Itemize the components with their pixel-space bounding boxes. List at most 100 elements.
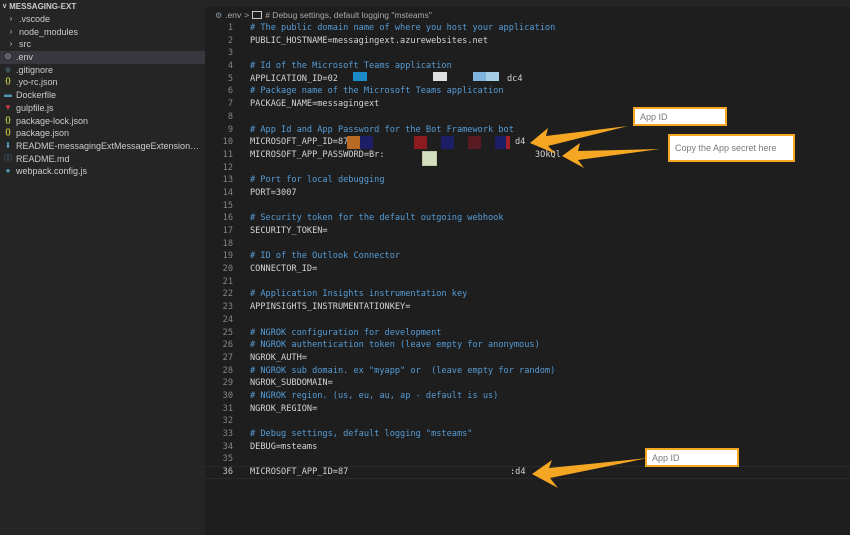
code-line[interactable]: 35 (205, 453, 850, 466)
code-line[interactable]: 25# NGROK configuration for development (205, 327, 850, 340)
code-line[interactable]: 33# Debug settings, default logging "mst… (205, 428, 850, 441)
code-comment: # ID of the Outlook Connector (250, 251, 401, 262)
code-line[interactable]: 22# Application Insights instrumentation… (205, 288, 850, 301)
code-line[interactable]: 4# Id of the Microsoft Teams application (205, 60, 850, 73)
code-line[interactable]: 18 (205, 238, 850, 251)
redaction-mask (486, 72, 499, 81)
code-line[interactable]: 30# NGROK region. (us, eu, au, ap - defa… (205, 390, 850, 403)
code-line[interactable]: 26# NGROK authentication token (leave em… (205, 339, 850, 352)
line-number: 30 (222, 390, 233, 401)
breadcrumb: ⚙ .env > # Debug settings, default loggi… (215, 8, 432, 22)
redaction-mask (468, 136, 481, 149)
line-number: 13 (222, 175, 233, 186)
explorer-folder-header[interactable]: ∨ MESSAGING-EXT (0, 0, 205, 13)
tree-file-package-json[interactable]: {} package.json (0, 127, 205, 140)
git-icon: ◆ (4, 64, 12, 74)
callout-text: Copy the App secret here (675, 143, 777, 153)
code-comment: # Package name of the Microsoft Teams ap… (250, 86, 504, 97)
code-line[interactable]: 28# NGROK sub domain. ex "myapp" or (lea… (205, 365, 850, 378)
code-line[interactable]: 9# App Id and App Password for the Bot F… (205, 124, 850, 137)
code-line[interactable]: 16# Security token for the default outgo… (205, 212, 850, 225)
line-number: 15 (222, 200, 233, 211)
gear-icon: ⚙ (4, 52, 12, 62)
tree-item-label: node_modules (19, 26, 79, 37)
tree-file-env[interactable]: ⚙ .env (0, 51, 205, 64)
code-editor[interactable]: ⚙ .env > # Debug settings, default loggi… (205, 0, 850, 535)
tree-file-package-lock-json[interactable]: {} package-lock.json (0, 115, 205, 128)
tree-file-readme-bot[interactable]: ⬇ README-messagingExtMessageExtensionBot… (0, 140, 205, 153)
json-icon: {} (5, 129, 11, 137)
code-line[interactable]: 19# ID of the Outlook Connector (205, 250, 850, 263)
tree-file-dockerfile[interactable]: ▬ Dockerfile (0, 89, 205, 102)
code-text: NGROK_REGION= (250, 403, 318, 414)
tree-file-yo-rc-json[interactable]: {} .yo-rc.json (0, 76, 205, 89)
tree-file-readme-md[interactable]: ⓘ README.md (0, 153, 205, 166)
line-number: 36 (222, 467, 233, 478)
code-comment: # Application Insights instrumentation k… (250, 289, 468, 300)
code-text: PACKAGE_NAME=messagingext (250, 99, 380, 110)
code-line[interactable]: 12 (205, 162, 850, 175)
code-line[interactable]: 1# The public domain name of where you h… (205, 22, 850, 35)
gear-icon: ⚙ (215, 10, 223, 20)
code-comment: # NGROK configuration for development (250, 327, 442, 338)
tree-folder-src[interactable]: › src (0, 38, 205, 51)
breadcrumb-symbol[interactable]: # Debug settings, default logging "mstea… (265, 10, 432, 20)
code-line[interactable]: 8 (205, 111, 850, 124)
code-line[interactable]: 3 (205, 47, 850, 60)
code-lines[interactable]: 1# The public domain name of where you h… (205, 22, 850, 479)
code-line[interactable]: 32 (205, 415, 850, 428)
redaction-mask (360, 136, 373, 149)
redaction-mask (353, 72, 367, 81)
line-number: 8 (227, 111, 233, 122)
line-number: 3 (227, 48, 233, 59)
code-comment: # Id of the Microsoft Teams application (250, 61, 452, 72)
line-number: 32 (222, 416, 233, 427)
line-number: 33 (222, 429, 233, 439)
tree-folder-node-modules[interactable]: › node_modules (0, 26, 205, 39)
tree-item-label: package.json (16, 128, 70, 139)
tree-item-label: README.md (16, 153, 70, 164)
code-line[interactable]: 21 (205, 276, 850, 289)
tree-file-webpack-config[interactable]: ● webpack.config.js (0, 165, 205, 178)
code-text-tail: :d4 (510, 467, 526, 478)
code-line[interactable]: 34 DEBUG=msteams (205, 441, 850, 454)
code-text: DEBUG=msteams (250, 441, 318, 452)
tree-folder-vscode[interactable]: › .vscode (0, 13, 205, 26)
docker-icon: ▬ (4, 90, 12, 100)
line-number: 12 (222, 162, 233, 173)
code-line[interactable]: 13# Port for local debugging (205, 174, 850, 187)
tree-file-gulpfile[interactable]: ▼ gulpfile.js (0, 102, 205, 115)
line-number: 10 (222, 137, 233, 148)
code-comment: # The public domain name of where you ho… (250, 23, 556, 33)
code-line[interactable]: 24 (205, 314, 850, 327)
code-line[interactable]: 6 # Package name of the Microsoft Teams a… (205, 85, 850, 98)
breadcrumb-file[interactable]: .env (225, 10, 242, 20)
redaction-mask (441, 136, 454, 149)
line-number: 14 (222, 187, 233, 198)
line-number: 6 (227, 86, 233, 97)
tree-item-label: .vscode (19, 14, 51, 24)
symbol-key-icon (252, 11, 263, 19)
tab-bar (205, 0, 850, 7)
line-number: 24 (222, 314, 233, 325)
code-text-tail: dc4 (507, 73, 523, 84)
code-line[interactable]: 15 (205, 200, 850, 213)
info-icon: ⓘ (4, 153, 12, 163)
tree-file-gitignore[interactable]: ◆ .gitignore (0, 64, 205, 77)
line-number: 34 (222, 441, 233, 452)
line-number: 28 (222, 365, 233, 376)
